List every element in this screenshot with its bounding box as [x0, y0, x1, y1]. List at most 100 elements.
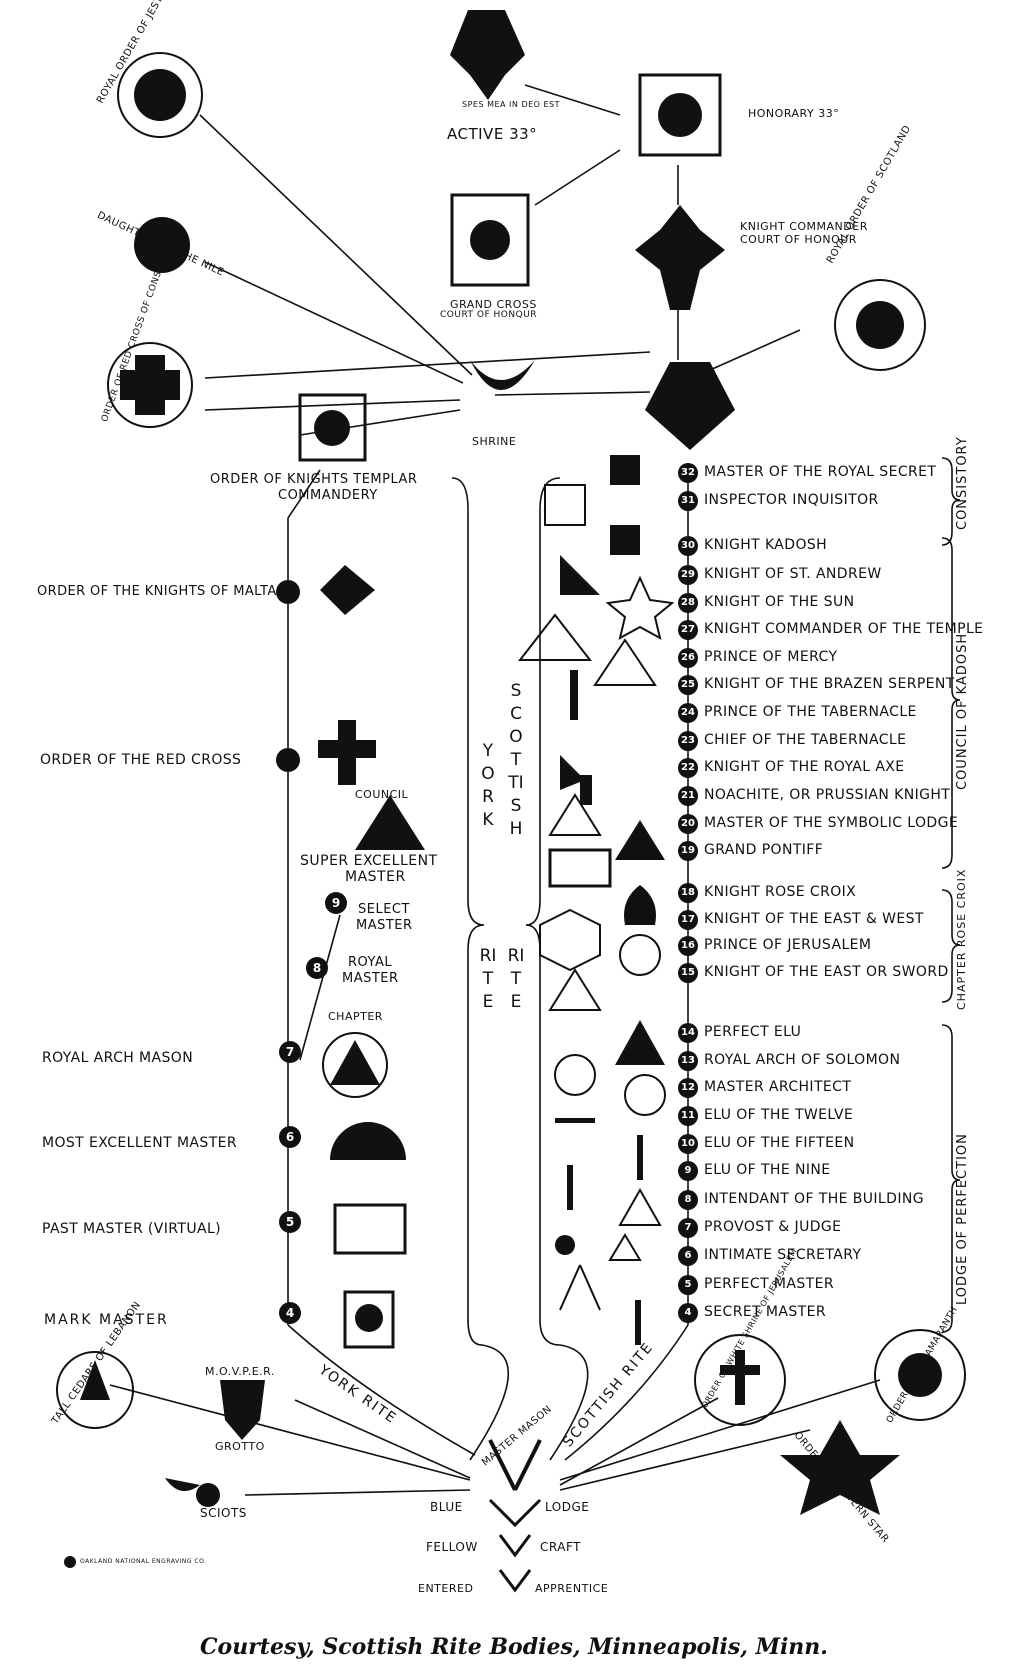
degree-number: 22 — [681, 762, 695, 773]
degree-circle — [678, 786, 698, 806]
shrine-label: SHRINE — [472, 435, 517, 448]
degree-number: 11 — [681, 1110, 695, 1121]
lodge-label: LODGE — [545, 1500, 590, 1514]
degree-circle — [678, 731, 698, 751]
york-degree-circle — [279, 1211, 301, 1233]
york-degree-circle — [279, 1126, 301, 1148]
degree-name: KNIGHT OF THE EAST OR SWORD — [704, 964, 949, 980]
mark-master-label: MARK MASTER — [44, 1312, 169, 1328]
degree-name: KNIGHT OF THE EAST & WEST — [704, 911, 924, 927]
degree-name: KNIGHT KADOSH — [704, 537, 828, 553]
degree-name: MASTER OF THE SYMBOLIC LODGE — [704, 815, 959, 831]
degree-number: 26 — [681, 652, 695, 663]
royal-label: ROYAL — [348, 955, 393, 970]
degree-number: 7 — [684, 1222, 692, 1233]
degree-circle — [678, 814, 698, 834]
craft-label: CRAFT — [540, 1540, 581, 1554]
honorary-33-label: HONORARY 33° — [748, 107, 840, 120]
degree-circle — [678, 883, 698, 903]
caption: Courtesy, Scottish Rite Bodies, Minneapo… — [200, 1634, 828, 1660]
degree-name: MASTER ARCHITECT — [704, 1079, 852, 1095]
scottish-vertical-label: SCOTTISH — [508, 681, 524, 839]
knights-templar-label: ORDER OF KNIGHTS TEMPLAR — [210, 472, 418, 487]
degree-name: SECRET MASTER — [704, 1304, 826, 1320]
degree-number: 28 — [681, 597, 695, 608]
degree-number: 18 — [681, 887, 695, 898]
york-degree-circle — [306, 957, 328, 979]
degree-number: 32 — [681, 467, 695, 478]
degree-number: 6 — [684, 1250, 692, 1261]
court-of-honour-label: COURT OF HONOUR — [740, 233, 857, 246]
double-eagle-icon — [450, 10, 525, 100]
knight-commander-label: KNIGHT COMMANDER — [740, 220, 868, 233]
degree-name: NOACHITE, OR PRUSSIAN KNIGHT — [704, 787, 951, 803]
degree-circle — [678, 491, 698, 511]
council-label: COUNCIL — [355, 788, 409, 801]
royal-master-label: MASTER — [342, 971, 399, 986]
royal-arch-mason-label: ROYAL ARCH MASON — [42, 1050, 194, 1066]
degree-circle — [678, 1078, 698, 1098]
degree-number: 17 — [681, 914, 695, 925]
york-degree-number: 6 — [285, 1130, 295, 1144]
degree-circle — [678, 1303, 698, 1323]
apprentice-label: APPRENTICE — [535, 1582, 609, 1595]
york-vertical-label: YORK — [481, 741, 495, 830]
degree-circle — [678, 565, 698, 585]
degree-circle — [678, 1023, 698, 1043]
council-kadosh-label: COUNCIL OF KADOSH — [955, 632, 970, 790]
york-degree-number: 7 — [285, 1045, 295, 1059]
degree-circle — [678, 648, 698, 668]
degree-name: PRINCE OF MERCY — [704, 649, 838, 665]
degree-name: KNIGHT OF THE SUN — [704, 594, 855, 610]
eagle-motto-label: SPES MEA IN DEO EST — [462, 100, 561, 109]
degree-circle — [678, 536, 698, 556]
entered-label: ENTERED — [418, 1582, 474, 1595]
degree-circle — [678, 620, 698, 640]
degree-circle — [678, 841, 698, 861]
degree-name: PERFECT MASTER — [704, 1276, 834, 1292]
degree-name: KNIGHT OF THE BRAZEN SERPENT — [704, 676, 955, 692]
engraving-credit-label: OAKLAND NATIONAL ENGRAVING CO. — [80, 1558, 207, 1565]
degree-number: 9 — [684, 1165, 692, 1176]
degree-number: 23 — [681, 735, 695, 746]
select-label: SELECT — [358, 902, 410, 917]
degree-name: INSPECTOR INQUISITOR — [704, 492, 879, 508]
york-degree-number: 4 — [285, 1306, 295, 1320]
chapter-label: CHAPTER — [328, 1010, 383, 1023]
degree-circle — [678, 758, 698, 778]
degree-name: ELU OF THE NINE — [704, 1162, 831, 1178]
degree-number: 21 — [681, 790, 695, 801]
past-master-label: PAST MASTER (VIRTUAL) — [42, 1221, 222, 1237]
york-degree-number: 9 — [331, 896, 341, 910]
degree-number: 5 — [684, 1279, 692, 1290]
degree-name: INTIMATE SECRETARY — [704, 1247, 862, 1263]
commandery-label: COMMANDERY — [278, 488, 378, 503]
degree-number: 8 — [684, 1194, 692, 1205]
degree-number: 4 — [684, 1307, 692, 1318]
degree-name: ROYAL ARCH OF SOLOMON — [704, 1052, 901, 1068]
consistory-label: CONSISTORY — [955, 436, 970, 530]
degree-name: INTENDANT OF THE BUILDING — [704, 1191, 924, 1207]
degree-circle — [678, 675, 698, 695]
degree-number: 30 — [681, 540, 695, 551]
degree-name: KNIGHT ROSE CROIX — [704, 884, 857, 900]
degree-name: CHIEF OF THE TABERNACLE — [704, 732, 907, 748]
degree-circle — [678, 936, 698, 956]
york-degree-circle — [325, 892, 347, 914]
degree-name: MASTER OF THE ROYAL SECRET — [704, 464, 937, 480]
super-excellent-master-label: MASTER — [345, 869, 406, 885]
york-degree-number: 8 — [312, 961, 322, 975]
degree-circle — [678, 1051, 698, 1071]
degree-name: PROVOST & JUDGE — [704, 1219, 842, 1235]
degree-name: PERFECT ELU — [704, 1024, 802, 1040]
york-degree-number: 5 — [285, 1215, 295, 1229]
mover-label: M.O.V.P.E.R. — [205, 1365, 275, 1378]
fellow-label: FELLOW — [426, 1540, 478, 1554]
degree-circle — [678, 1106, 698, 1126]
active-33-label: ACTIVE 33° — [447, 125, 538, 143]
degree-name: PRINCE OF THE TABERNACLE — [704, 704, 917, 720]
degree-circle — [678, 1190, 698, 1210]
degree-number: 16 — [681, 940, 695, 951]
blue-label: BLUE — [430, 1500, 463, 1514]
